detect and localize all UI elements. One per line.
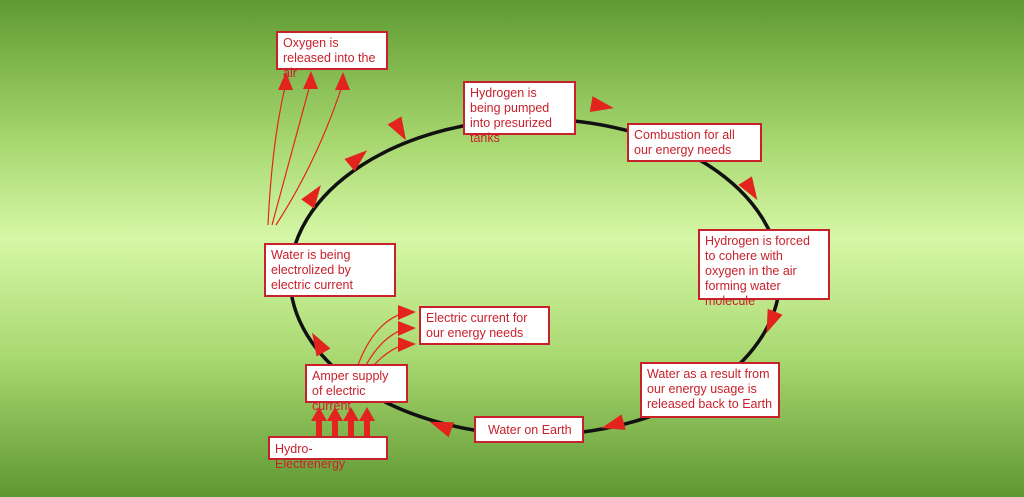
electric-current-arrowheads <box>398 305 416 352</box>
hydrogen-pumped-box: Hydrogen is being pumped into presurized… <box>463 81 576 145</box>
hydro-power-arrows <box>311 407 375 436</box>
water-released-box: Water as a result from our energy usage … <box>640 362 780 418</box>
hydrogen-forced-box: Hydrogen is forced to cohere with oxygen… <box>698 229 830 308</box>
oxygen-release-lines <box>267 80 344 226</box>
cycle-arrowheads <box>301 96 783 438</box>
amper-supply-box: Amper supply of electric current <box>305 364 408 413</box>
electric-current-box: Electric current for our energy needs <box>419 306 550 345</box>
oxygen-released-box: Oxygen is released into the air <box>276 31 388 80</box>
hydro-electrenergy-box: Hydro-Electrenergy <box>268 436 388 471</box>
oxygen-release-arrowheads <box>278 71 350 90</box>
water-on-earth-box: Water on Earth <box>474 416 584 443</box>
water-electrolized-box: Water is being electrolized by electric … <box>264 243 396 297</box>
combustion-box: Combustion for all our energy needs <box>627 123 762 162</box>
